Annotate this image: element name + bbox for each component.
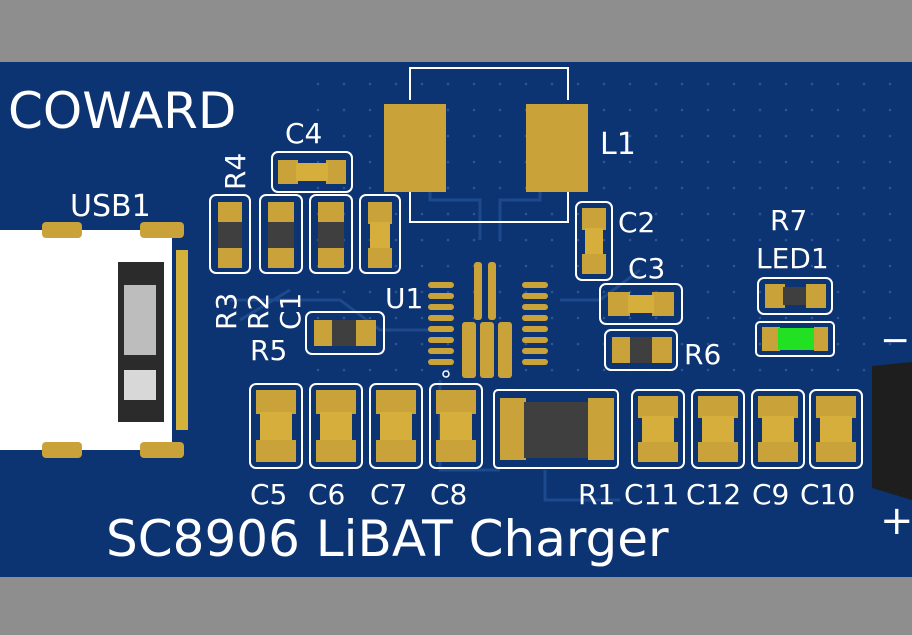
u1-right-pins: [522, 282, 548, 365]
resistor-r1: [493, 389, 619, 469]
label-c12: C12: [686, 478, 741, 511]
label-c1: C1: [274, 293, 307, 330]
cap-c2: [575, 201, 613, 281]
label-c6: C6: [308, 478, 345, 511]
logo-text: COWARD: [8, 82, 236, 140]
cap-c3: [599, 283, 683, 325]
cap-c7: [369, 383, 423, 469]
label-c3: C3: [628, 252, 665, 285]
usb-connector: [0, 222, 188, 458]
ic-u1: U1: [385, 262, 548, 378]
label-c7: C7: [370, 478, 407, 511]
u1-left-pins: [428, 282, 454, 365]
usb-mount-pad: [140, 442, 184, 458]
label-u1: U1: [385, 282, 423, 315]
cap-c4: [271, 151, 353, 193]
label-c10: C10: [800, 478, 855, 511]
u1-center-pads: [462, 262, 512, 378]
usb-pins: [176, 250, 188, 430]
label-c5: C5: [250, 478, 287, 511]
label-minus: −: [880, 320, 910, 361]
board-title: SC8906 LiBAT Charger: [106, 510, 669, 568]
label-c11: C11: [624, 478, 679, 511]
battery-connector: [872, 362, 912, 500]
label-r4: R4: [219, 153, 252, 190]
label-r2: R2: [242, 293, 275, 330]
resistor-r6: [604, 329, 678, 371]
cap-c9: [751, 389, 805, 469]
label-c4: C4: [285, 117, 322, 150]
led-led1: [755, 321, 835, 357]
cap-extra: [359, 194, 401, 274]
cap-c6: [309, 383, 363, 469]
label-r5: R5: [250, 334, 287, 367]
resistor-r5: [305, 311, 385, 355]
resistor-r3: [209, 194, 251, 274]
label-r3: R3: [210, 293, 243, 330]
resistor-c1: [309, 194, 353, 274]
cap-c12: [691, 389, 745, 469]
resistor-r7: [757, 277, 833, 315]
label-r1: R1: [578, 478, 615, 511]
usb-mount-pad: [42, 442, 82, 458]
cap-c5: [249, 383, 303, 469]
label-l1: L1: [600, 127, 636, 162]
label-c8: C8: [430, 478, 467, 511]
inductor-l1: [384, 67, 588, 223]
cap-c10: [809, 389, 863, 469]
cap-c8: [429, 383, 483, 469]
label-c2: C2: [618, 206, 655, 239]
usb-mount-pad: [42, 222, 82, 238]
resistor-r2: [259, 194, 303, 274]
label-c9: C9: [752, 478, 789, 511]
cap-c11: [631, 389, 685, 469]
label-plus: +: [880, 498, 912, 544]
label-r6: R6: [684, 338, 721, 371]
label-usb1: USB1: [70, 189, 151, 224]
label-r7: R7: [770, 204, 807, 237]
usb-tab: [124, 285, 156, 355]
usb-tab: [124, 370, 156, 400]
u1-pin1-marker: [442, 370, 450, 378]
usb-mount-pad: [140, 222, 184, 238]
label-led1: LED1: [756, 242, 829, 275]
